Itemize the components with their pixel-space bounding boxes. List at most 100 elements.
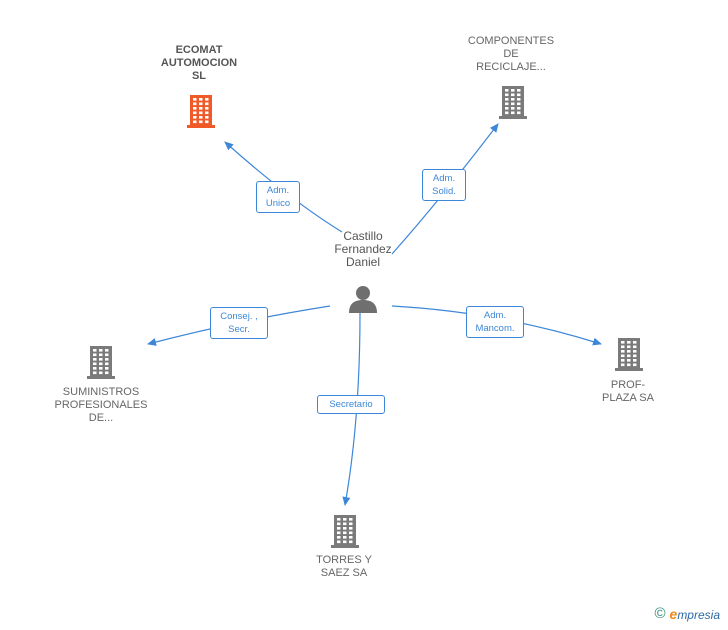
building-window (517, 98, 521, 101)
building-window (205, 120, 209, 124)
building-window (349, 518, 353, 521)
building-window (337, 522, 341, 526)
building-window (93, 353, 97, 357)
building-window (343, 531, 347, 535)
building-window (199, 111, 203, 115)
building-window (105, 349, 109, 352)
building-base (187, 125, 215, 128)
relation-label-adm-solid[interactable]: Adm. Solid. (422, 169, 466, 201)
building-window (627, 345, 631, 349)
building-base (87, 376, 115, 379)
building-window (199, 107, 203, 110)
building-window (517, 107, 521, 110)
building-window (505, 102, 509, 106)
building-base (331, 545, 359, 548)
building-window (99, 353, 103, 357)
building-window (505, 93, 509, 97)
person-name[interactable]: Castillo Fernandez Daniel (334, 229, 392, 269)
building-window (93, 371, 97, 375)
building-window (205, 116, 209, 119)
building-icon[interactable] (498, 84, 528, 120)
building-window (349, 536, 353, 539)
building-window (511, 98, 515, 101)
building-window (621, 345, 625, 349)
company-label-ecomat[interactable]: ECOMAT AUTOMOCION SL (160, 44, 238, 82)
building-window (517, 89, 521, 92)
building-window (349, 522, 353, 526)
building-window (633, 354, 637, 358)
building-window (517, 102, 521, 106)
relation-label-secretario[interactable]: Secretario (317, 395, 385, 414)
building-window (627, 341, 631, 344)
company-label-componentes[interactable]: COMPONENTES DE RECICLAJE... (467, 35, 555, 73)
building-window (621, 350, 625, 353)
building-icon[interactable] (86, 344, 116, 380)
building-window (205, 111, 209, 115)
building-window (205, 102, 209, 106)
building-base (615, 368, 643, 371)
building-window (505, 107, 509, 110)
building-window (93, 358, 97, 361)
building-window (621, 341, 625, 344)
building-window (621, 359, 625, 362)
building-window (343, 540, 347, 544)
building-base (499, 116, 527, 119)
building-window (621, 363, 625, 367)
building-window (199, 102, 203, 106)
building-window (337, 531, 341, 535)
building-window (105, 353, 109, 357)
company-label-suministros[interactable]: SUMINISTROS PROFESIONALES DE... (54, 386, 148, 424)
company-label-torres[interactable]: TORRES Y SAEZ SA (316, 554, 372, 579)
building-window (337, 540, 341, 544)
building-window (199, 120, 203, 124)
building-icon[interactable] (186, 93, 216, 129)
relation-label-adm-unico[interactable]: Adm. Unico (256, 181, 300, 213)
building-icon[interactable] (330, 513, 360, 549)
building-window (199, 116, 203, 119)
building-window (99, 367, 103, 370)
building-window (633, 363, 637, 367)
building-window (511, 93, 515, 97)
building-window (337, 527, 341, 530)
building-window (343, 527, 347, 530)
building-window (505, 98, 509, 101)
footer-brand: © empresia (654, 605, 720, 622)
building-icon[interactable] (614, 336, 644, 372)
person-icon[interactable] (348, 284, 378, 314)
building-window (93, 362, 97, 366)
building-window (193, 111, 197, 115)
building-window (193, 107, 197, 110)
building-window (633, 359, 637, 362)
building-window (99, 371, 103, 375)
building-window (193, 120, 197, 124)
building-window (621, 354, 625, 358)
building-window (627, 359, 631, 362)
building-window (517, 111, 521, 115)
relation-edge-torres (342, 312, 361, 506)
building-window (343, 536, 347, 539)
company-label-prof-plaza[interactable]: PROF- PLAZA SA (602, 379, 654, 404)
building-window (505, 111, 509, 115)
building-window (349, 527, 353, 530)
building-window (633, 341, 637, 344)
copyright-icon: © (654, 605, 666, 622)
building-window (511, 107, 515, 110)
building-window (99, 349, 103, 352)
building-window (511, 89, 515, 92)
building-window (349, 540, 353, 544)
building-window (337, 518, 341, 521)
building-window (633, 345, 637, 349)
brand-logo[interactable]: empresia (669, 605, 720, 622)
building-window (193, 102, 197, 106)
relation-label-consej-secr[interactable]: Consej. , Secr. (210, 307, 268, 339)
building-window (99, 362, 103, 366)
building-window (511, 111, 515, 115)
relation-label-adm-mancom[interactable]: Adm. Mancom. (466, 306, 524, 338)
building-window (193, 98, 197, 101)
building-window (633, 350, 637, 353)
building-window (105, 367, 109, 370)
building-window (627, 354, 631, 358)
building-window (517, 93, 521, 97)
building-window (511, 102, 515, 106)
